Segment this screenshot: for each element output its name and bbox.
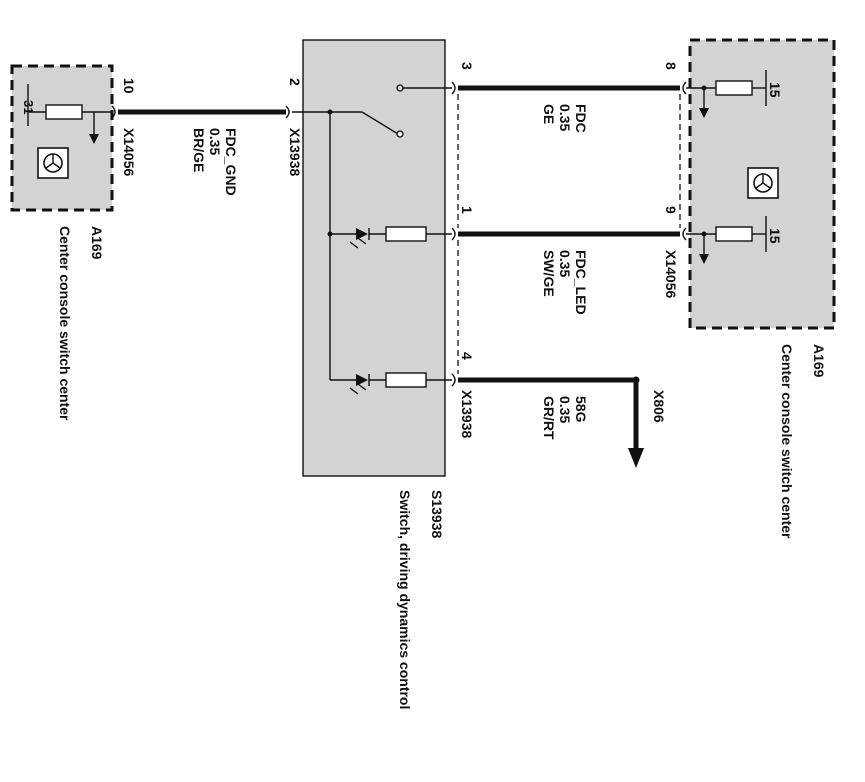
right-connector-label: X14056 xyxy=(663,250,679,298)
led-1-icon xyxy=(356,228,368,240)
left-pin-ground-label: 31 xyxy=(21,100,36,114)
resistor-1-icon xyxy=(385,226,427,242)
switch-pin-right-1: 1 xyxy=(459,206,475,214)
switch-contact-lever xyxy=(361,111,399,135)
switch-pin-right-4: 4 xyxy=(459,352,475,360)
wire-fdc-name: FDC xyxy=(573,104,589,133)
wire-fdc-gnd-name: FDC_GND xyxy=(223,128,239,196)
left-arrow-icon xyxy=(89,134,99,144)
wire-58g-color: GR/RT xyxy=(541,396,557,440)
ground-point-label: X806 xyxy=(651,390,667,423)
right-control-module-icon xyxy=(747,167,779,199)
left-module: 31 xyxy=(10,64,114,212)
left-module-id: A169 xyxy=(89,226,105,260)
ground-point-arrow-icon xyxy=(628,448,644,468)
wire-fdc-led-name: FDC_LED xyxy=(573,250,589,315)
right-pin-9: 9 xyxy=(663,206,679,214)
left-pin-out-label: 10 xyxy=(121,78,137,94)
wire-58g-name: 58G xyxy=(573,396,589,423)
switch-module-box xyxy=(302,39,446,477)
switch-name: Switch, driving dynamics control xyxy=(397,490,413,709)
right-resistor-2-icon xyxy=(715,226,753,242)
wire-fdc-led-size: 0.35 xyxy=(557,250,573,277)
right-supply-pin-2: 15 xyxy=(767,228,783,244)
switch-module xyxy=(292,39,452,477)
wire-fdc-gnd-color: BR/GE xyxy=(191,128,207,172)
switch-right-connector-label: X13938 xyxy=(459,390,475,438)
switch-left-connector-label: X13938 xyxy=(287,128,303,176)
switch-contact-terminal-2 xyxy=(396,84,404,92)
right-arrow-2-icon xyxy=(699,254,709,264)
left-module-name: Center console switch center xyxy=(57,226,73,421)
wire-fdc-size: 0.35 xyxy=(557,104,573,131)
right-resistor-1-icon xyxy=(715,80,753,96)
led-2-icon xyxy=(356,374,368,386)
right-pin-8: 8 xyxy=(663,62,679,70)
wire-fdc-gnd-size: 0.35 xyxy=(207,128,223,155)
switch-contact-terminal xyxy=(396,130,404,138)
right-module: 15 15 xyxy=(686,38,836,330)
right-module-id: A169 xyxy=(811,344,827,378)
switch-left-connector-bracket xyxy=(285,105,290,119)
wire-fdc-color: GE xyxy=(541,104,557,124)
wire-fdc-led-color: SW/GE xyxy=(541,250,557,297)
right-module-name: Center console switch center xyxy=(779,344,795,539)
resistor-2-icon xyxy=(385,372,427,388)
right-arrow-1-icon xyxy=(699,108,709,118)
left-resistor-icon xyxy=(45,104,83,120)
switch-pin-left-label: 2 xyxy=(287,78,303,86)
switch-id: S13938 xyxy=(429,490,445,538)
left-control-module-icon xyxy=(37,147,69,179)
right-supply-pin-1: 15 xyxy=(767,82,783,98)
left-connector-label: X14056 xyxy=(121,128,137,176)
wire-58g-size: 0.35 xyxy=(557,396,573,423)
switch-pin-right-3: 3 xyxy=(459,62,475,70)
left-connector-bracket xyxy=(111,105,116,119)
